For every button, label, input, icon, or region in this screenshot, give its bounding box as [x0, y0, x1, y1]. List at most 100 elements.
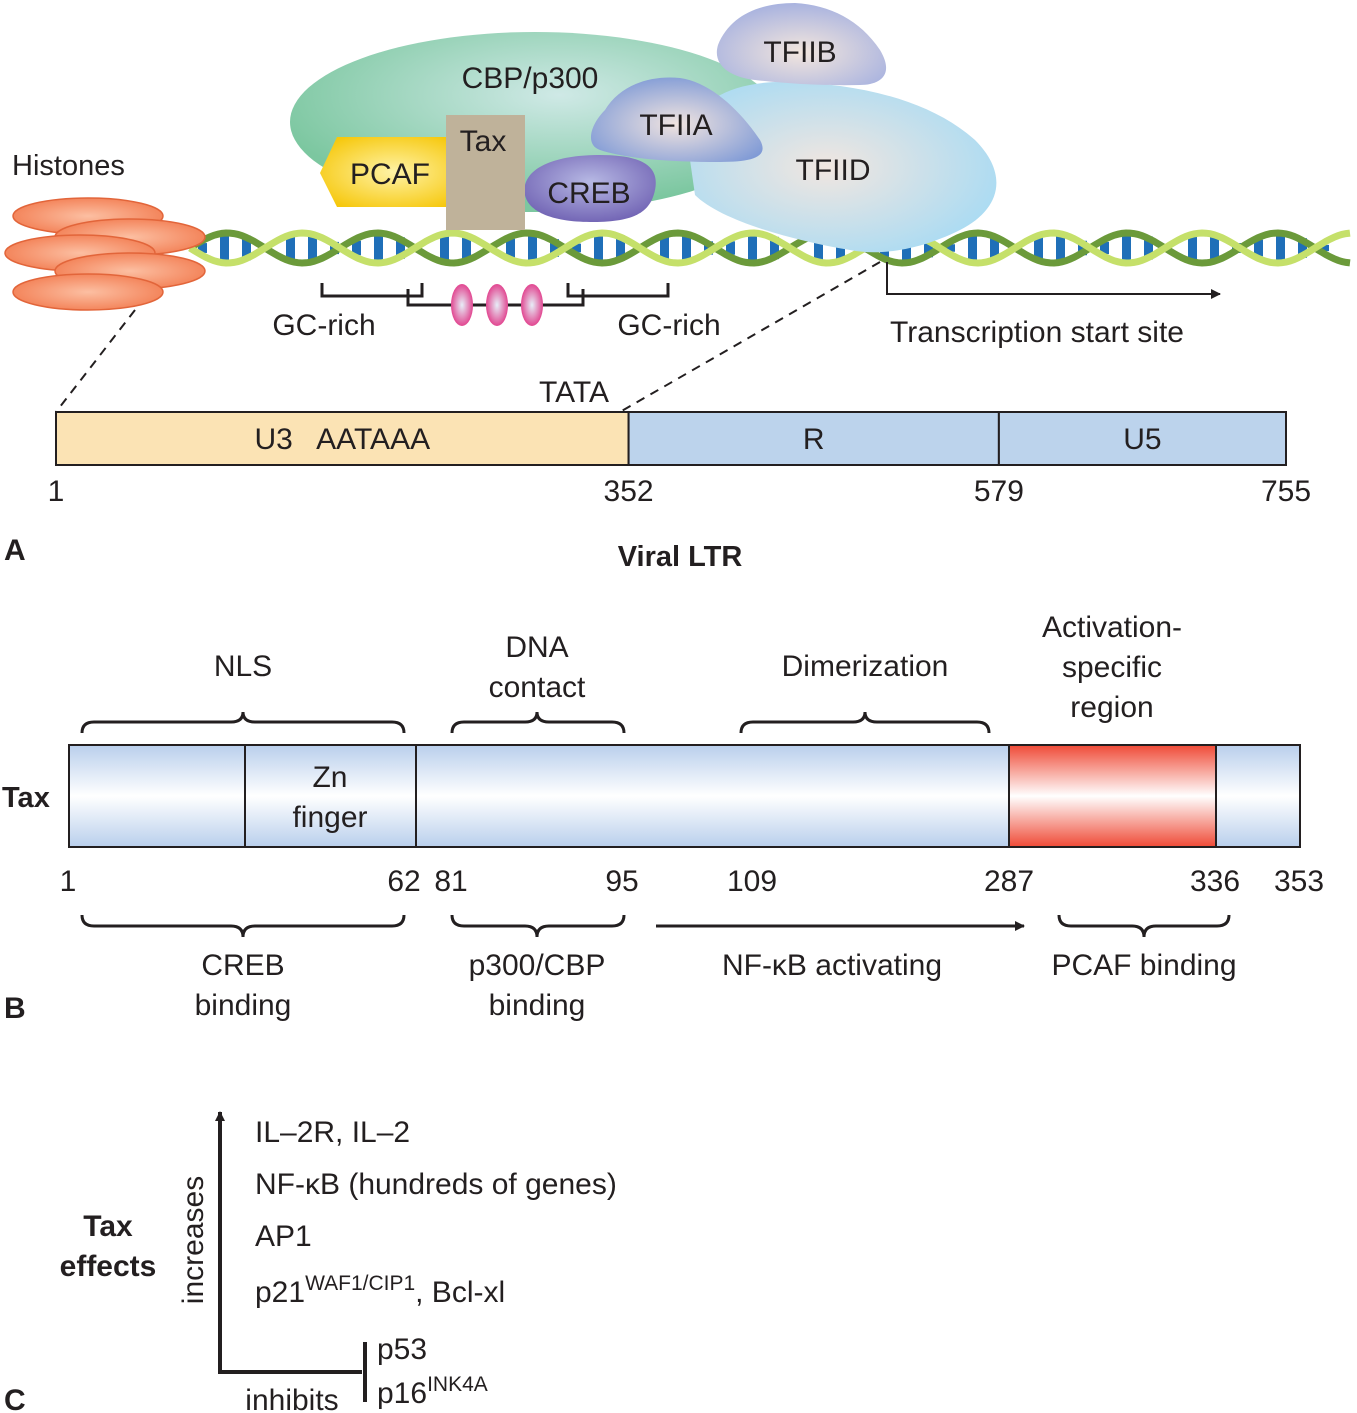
base-pair [814, 235, 823, 261]
tfiid-label: TFIID [796, 154, 871, 187]
base-pair [1254, 239, 1263, 257]
tax-label: Tax [460, 125, 507, 158]
base-pair [1056, 233, 1065, 263]
increased-item: AP1 [255, 1220, 312, 1253]
base-pair [374, 233, 383, 263]
creb-label: CREB [547, 177, 630, 210]
top-braces [80, 711, 991, 734]
zn-finger-label-1: Zn [312, 761, 347, 794]
gc-rich-left-label: GC-rich [272, 309, 375, 342]
dna-strand [188, 229, 1351, 267]
base-pair [396, 237, 405, 259]
base-pair [660, 236, 669, 260]
tax-shape [446, 115, 525, 230]
base-pair [462, 234, 471, 262]
ltr-tick-label: 755 [1261, 475, 1311, 508]
tss-arrow-icon [886, 262, 1221, 299]
base-pair [242, 235, 251, 261]
base-pair [990, 235, 999, 261]
enhancer-beads [451, 284, 543, 326]
pcaf-label: PCAF [350, 158, 430, 191]
nls-label: NLS [214, 650, 272, 683]
p300-binding-label-1: p300/CBP [469, 949, 606, 982]
panel-b: NLS DNA contact Dimerization Activation-… [2, 611, 1324, 1025]
ltr-segment [627, 411, 1000, 466]
base-pair [220, 233, 229, 263]
inhibited-item: p53 [377, 1333, 427, 1366]
base-pair [924, 238, 933, 258]
base-pair [1276, 233, 1285, 263]
base-pair [726, 241, 735, 255]
base-pair [1210, 233, 1219, 263]
dimerization-brace [739, 711, 991, 734]
base-pair [1034, 237, 1043, 259]
base-pair [1078, 240, 1087, 256]
tick-1: 1 [60, 865, 77, 898]
tfiib-shape [716, 3, 887, 86]
tick-62: 62 [387, 865, 420, 898]
increased-item: NF-κB (hundreds of genes) [255, 1168, 617, 1201]
ltr-tick-label: 352 [604, 475, 654, 508]
base-pair [1122, 233, 1131, 263]
tick-95: 95 [605, 865, 638, 898]
base-pair [968, 234, 977, 262]
dna-contact-label-1: DNA [505, 631, 568, 664]
base-pair [1100, 241, 1109, 255]
base-pair [594, 233, 603, 263]
tss-label: Transcription start site [890, 316, 1184, 349]
creb-shape [524, 155, 656, 222]
panel-c-letter: C [4, 1384, 26, 1413]
base-pair [528, 233, 537, 263]
pcaf-binding-brace [1057, 914, 1231, 938]
tax-effects-title-2: effects [60, 1250, 157, 1283]
ltr-segment-label: U3 AATAAA [254, 423, 430, 456]
base-pair [616, 235, 625, 261]
panel-a: Histones CBP/p300 TFIID TFIIB TFIIA CREB… [4, 3, 1351, 573]
base-pair [770, 236, 779, 260]
tfiia-shape [590, 77, 763, 162]
increased-item: p21WAF1/CIP1, Bcl-xl [255, 1272, 505, 1309]
dna-strand [188, 229, 1351, 267]
tax-effects-title-1: Tax [83, 1210, 133, 1243]
tick-336: 336 [1190, 865, 1240, 898]
base-pair [198, 243, 207, 253]
tick-109: 109 [727, 865, 777, 898]
nls-brace [80, 711, 406, 734]
p300-binding-label-2: binding [489, 989, 586, 1022]
base-pair [572, 243, 581, 253]
tick-287: 287 [984, 865, 1034, 898]
ltr-tick-label: 1 [48, 475, 65, 508]
inhibited-item: p16INK4A [377, 1373, 488, 1410]
zoom-line-right [619, 261, 881, 413]
activation-label-2: specific [1062, 651, 1162, 684]
increases-label: increases [177, 1176, 210, 1304]
base-pair [1188, 235, 1197, 261]
activation-label-3: region [1070, 691, 1153, 724]
activation-specific-region [1008, 744, 1217, 848]
base-pair [352, 240, 361, 256]
tax-protein-label: Tax [2, 782, 50, 814]
creb-binding-label-1: CREB [201, 949, 284, 982]
creb-binding-brace [80, 914, 406, 938]
base-pair [286, 236, 295, 260]
ltr-segment-label: R [803, 423, 825, 456]
zoom-line-left [55, 309, 136, 413]
base-pair [308, 233, 317, 263]
base-pair [550, 239, 559, 257]
base-pair [1298, 238, 1307, 258]
panel-b-letter: B [4, 992, 26, 1025]
ltr-segment [997, 411, 1287, 466]
dimerization-label: Dimerization [782, 650, 949, 683]
ltr-tick-label: 579 [974, 475, 1024, 508]
gc-rich-right-label: GC-rich [617, 309, 720, 342]
activation-label-1: Activation- [1042, 611, 1182, 644]
cbp-p300-label: CBP/p300 [462, 62, 599, 95]
histones-label: Histones [12, 150, 125, 182]
viral-ltr-caption: Viral LTR [618, 541, 743, 573]
dna-contact-brace [450, 711, 626, 734]
dna-contact-label-2: contact [489, 671, 586, 704]
nfkb-activating-label: NF-κB activating [722, 949, 942, 982]
bottom-braces [80, 914, 1231, 938]
tfiia-label: TFIIA [639, 109, 712, 142]
tata-label: TATA [539, 376, 609, 409]
